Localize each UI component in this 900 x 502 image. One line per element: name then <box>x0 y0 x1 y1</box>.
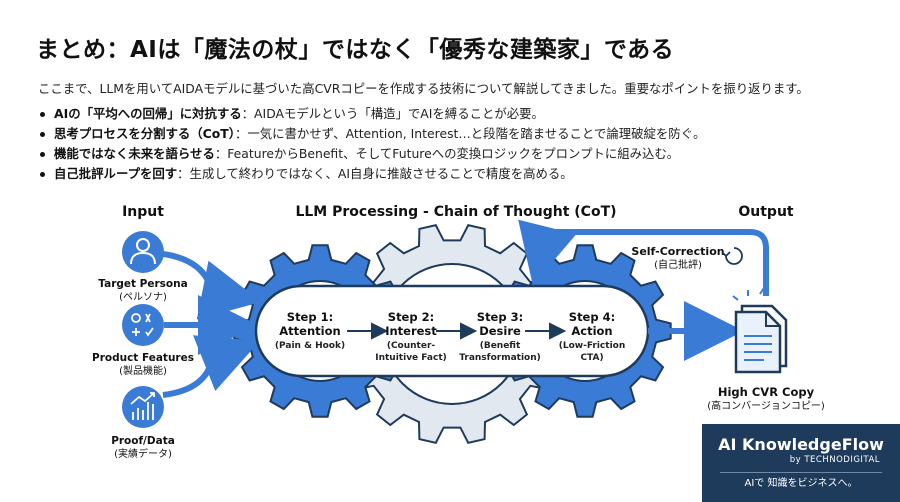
key-point-text: ：一気に書かせず、Attention, Interest…と段階を踏ませることで… <box>234 126 706 141</box>
person-icon <box>130 238 156 265</box>
step-4: Step 4: Action (Low-Friction CTA) <box>559 310 626 363</box>
input-proof <box>122 386 164 428</box>
step-2: Step 2: Interest (Counter- Intuitive Fac… <box>375 310 447 363</box>
step-detail: (Pain & Hook) <box>275 341 345 351</box>
output-name: High CVR Copy <box>718 385 815 399</box>
growth-chart-icon <box>130 392 155 420</box>
step-arrow <box>347 322 389 340</box>
persona-arrow <box>162 251 262 320</box>
step-detail: Transformation) <box>459 353 541 363</box>
key-point-heading: AIの「平均への回帰」に対抗する <box>54 106 242 121</box>
self-correction-label: Self-Correction <box>631 245 724 258</box>
page-title: まとめ：AIは「魔法の杖」ではなく「優秀な建築家」である <box>36 37 675 63</box>
key-point-text: ：AIDAモデルという「構造」でAIを縛ることが必要。 <box>241 106 544 121</box>
key-point-heading: 自己批評ループを回す <box>54 166 178 181</box>
proof-sublabel: (実績データ) <box>114 447 172 460</box>
input-features <box>122 304 164 346</box>
input-persona <box>122 231 164 273</box>
self-correction-loop-arrow <box>518 219 769 296</box>
step-detail: (Benefit <box>480 341 521 351</box>
key-point: 思考プロセスを分割する（CoT）：一気に書かせず、Attention, Inte… <box>38 124 705 144</box>
input-label: Input <box>122 204 164 220</box>
brand-badge: AI KnowledgeFlow by TECHNODIGITAL AIで 知識… <box>702 424 900 502</box>
process-label: LLM Processing - Chain of Thought (CoT) <box>295 204 616 220</box>
features-icon <box>131 313 154 337</box>
step-arrow <box>436 322 478 340</box>
step-3: Step 3: Desire (Benefit Transformation) <box>459 310 541 363</box>
key-point: 機能ではなく未来を語らせる：FeatureからBenefit、そしてFuture… <box>38 144 705 164</box>
step-detail: CTA) <box>580 353 603 363</box>
step-1: Step 1: Attention (Pain & Hook) <box>275 310 345 351</box>
step-name: Attention <box>279 324 340 338</box>
brand-tagline: AIで 知識をビジネスへ。 <box>744 478 858 489</box>
intro-text: ここまで、LLMを用いてAIDAモデルに基づいた高CVRコピーを作成する技術につ… <box>38 81 809 96</box>
proof-arrow <box>162 335 260 398</box>
step-name: Desire <box>479 324 521 338</box>
features-sublabel: (製品機能) <box>119 364 167 377</box>
step-detail: (Low-Friction <box>559 341 626 351</box>
key-point-heading: 機能ではなく未来を語らせる <box>54 146 215 161</box>
proof-label: Proof/Data <box>111 435 175 447</box>
brand-by: by TECHNODIGITAL <box>789 455 880 465</box>
features-label: Product Features <box>92 352 194 364</box>
step-title: Step 1: <box>287 310 333 324</box>
key-point-text: ：生成して終わりではなく、AI自身に推敲させることで精度を高める。 <box>177 166 573 181</box>
persona-sublabel: (ペルソナ) <box>119 291 167 303</box>
persona-label: Target Persona <box>98 278 187 290</box>
step-title: Step 4: <box>569 310 615 324</box>
refresh-icon <box>721 247 743 265</box>
output-sublabel: (高コンバージョンコピー) <box>707 399 825 412</box>
step-arrow <box>525 322 567 340</box>
step-detail: (Counter- <box>387 341 436 351</box>
step-title: Step 2: <box>388 310 434 324</box>
step-detail: Intuitive Fact) <box>375 353 447 363</box>
step-name: Interest <box>385 324 437 338</box>
document-icon <box>732 287 788 374</box>
key-point-heading: 思考プロセスを分割する（CoT） <box>54 126 235 141</box>
key-point: AIの「平均への回帰」に対抗する：AIDAモデルという「構造」でAIを縛ることが… <box>38 104 705 124</box>
key-point: 自己批評ループを回す：生成して終わりではなく、AI自身に推敲させることで精度を高… <box>38 164 705 184</box>
brand-divider <box>720 472 882 473</box>
self-correction-sublabel: (自己批評) <box>654 258 702 271</box>
brand-name: AI KnowledgeFlow <box>718 435 884 454</box>
step-title: Step 3: <box>477 310 523 324</box>
step-name: Action <box>571 324 612 338</box>
key-point-text: ：FeatureからBenefit、そしてFutureへの変換ロジックをプロンプ… <box>214 146 680 161</box>
output-label: Output <box>738 204 794 220</box>
key-points-list: AIの「平均への回帰」に対抗する：AIDAモデルという「構造」でAIを縛ることが… <box>38 104 705 184</box>
